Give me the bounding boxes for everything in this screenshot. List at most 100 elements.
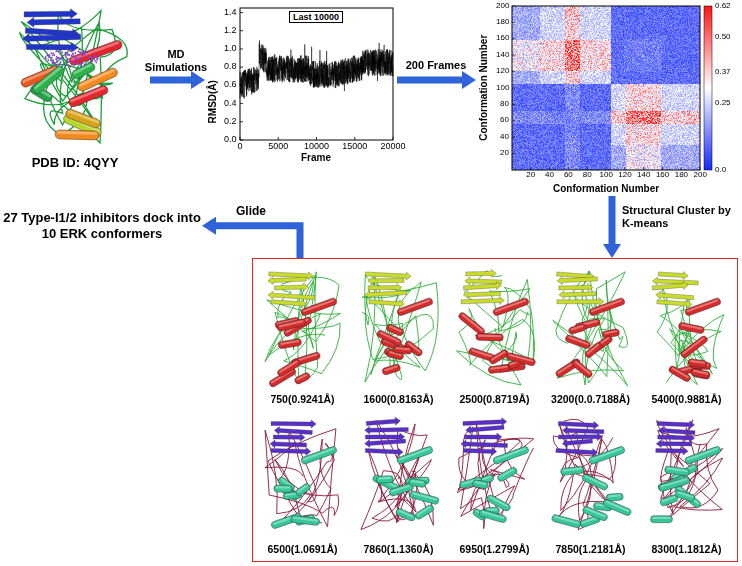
beta-strand xyxy=(369,300,404,308)
alpha-helix xyxy=(690,368,710,379)
helix-body xyxy=(295,482,312,497)
rmsd-heatmap: Conformation NumberConformation Number xyxy=(476,0,742,196)
loop-coil xyxy=(457,423,533,528)
beta-strand xyxy=(466,425,504,434)
ligand-surface-dot xyxy=(72,55,74,57)
arrow-body xyxy=(150,77,192,84)
tick-label: 0.0 xyxy=(715,166,726,175)
helix-body xyxy=(278,338,302,349)
ligand-surface-dot xyxy=(59,62,61,64)
helix-body xyxy=(492,446,529,465)
helix-shine xyxy=(279,360,298,373)
axis-tick xyxy=(530,167,531,170)
helix-shine xyxy=(280,340,299,345)
axis-tick xyxy=(393,137,394,140)
helix-shine xyxy=(276,486,291,488)
ligand-surface-dot xyxy=(74,63,76,65)
helix-shine xyxy=(604,330,617,335)
axis-title: Frame xyxy=(301,152,331,164)
ligand-surface-dot xyxy=(84,52,86,54)
alpha-helix xyxy=(492,297,529,316)
protein-cartoon xyxy=(457,269,537,385)
beta-strand xyxy=(268,277,306,285)
ligand-surface-dot xyxy=(66,59,68,61)
alpha-helix xyxy=(588,297,625,316)
alpha-helix xyxy=(674,484,702,509)
ligand-surface-dot xyxy=(71,56,73,58)
helix-body xyxy=(478,509,507,523)
alpha-helix xyxy=(55,130,99,140)
alpha-helix xyxy=(650,516,672,523)
helix-shine xyxy=(34,67,62,90)
alpha-helix xyxy=(684,297,721,316)
ligand-surface-dot xyxy=(90,56,92,58)
conformer-card: 3200(0.0.7188Å) xyxy=(545,263,637,409)
helix-shine xyxy=(293,517,318,522)
conformer-card: 750(0.9241Å) xyxy=(257,263,349,409)
edge-label: Glide xyxy=(236,204,266,218)
beta-strand xyxy=(558,433,602,441)
ligand-surface-dot xyxy=(94,60,96,62)
alpha-helix xyxy=(659,494,679,507)
axis-tick xyxy=(240,48,243,49)
helix-shine xyxy=(296,374,308,381)
helix-body xyxy=(571,359,594,379)
ligand-surface-dot xyxy=(61,54,63,56)
conformer-card: 6950(1.2799Å) xyxy=(449,413,541,559)
ligand-surface-dot xyxy=(58,57,60,59)
ligand-surface-dot xyxy=(53,63,55,65)
helix-shine xyxy=(399,447,431,460)
beta-strand xyxy=(365,439,406,447)
beta-strand xyxy=(652,281,688,290)
alpha-helix xyxy=(278,338,302,349)
axis-tick xyxy=(512,153,515,154)
tick-label: 120 xyxy=(618,171,631,180)
axis-tick xyxy=(240,121,243,122)
conformer-label: 5400(0.9881Å) xyxy=(641,393,733,405)
alpha-helix xyxy=(376,329,402,347)
axis-tick xyxy=(512,137,515,138)
axis-tick xyxy=(606,167,607,170)
ligand-surface-dot xyxy=(75,55,77,57)
conformer-label: 8300(1.1812Å) xyxy=(641,543,733,555)
beta-strand xyxy=(270,440,306,448)
helix-body xyxy=(488,349,509,366)
alpha-helix xyxy=(678,322,705,334)
ligand-surface-dot xyxy=(48,54,50,56)
helix-body xyxy=(684,297,721,316)
tick-label: 160 xyxy=(656,171,669,180)
helix-body xyxy=(64,108,101,129)
ligand-surface-dot xyxy=(68,54,70,56)
axis-tick xyxy=(240,30,243,31)
helix-shine xyxy=(509,354,534,363)
helix-shine xyxy=(570,325,584,331)
tick-label: 0.50 xyxy=(715,33,731,42)
beta-strand xyxy=(24,9,77,19)
helix-shine xyxy=(384,365,398,371)
ligand-surface-dot xyxy=(68,54,70,56)
tick-label: 60 xyxy=(564,171,573,180)
helix-body xyxy=(659,494,679,507)
ligand-surface-dot xyxy=(56,56,58,58)
helix-shine xyxy=(608,494,621,497)
beta-strand xyxy=(464,447,497,455)
axis-title: Conformation Number xyxy=(478,35,490,141)
helix-body xyxy=(684,446,721,465)
helix-shine xyxy=(478,334,501,337)
alpha-helix xyxy=(496,466,518,482)
helix-body xyxy=(486,494,512,512)
ligand-surface-dot xyxy=(68,64,70,66)
alpha-helix xyxy=(602,498,632,516)
ligand-surface-dot xyxy=(65,56,67,58)
helix-shine xyxy=(489,496,509,508)
helix-body xyxy=(668,365,692,383)
ligand-surface-dot xyxy=(69,66,71,68)
conformer-card: 5400(0.9881Å) xyxy=(641,263,733,409)
helix-shine xyxy=(297,484,308,493)
alpha-helix xyxy=(488,349,509,366)
loop-coil xyxy=(265,429,339,527)
flow-arrow xyxy=(202,217,300,258)
colorbar xyxy=(704,6,712,170)
axis-tick xyxy=(512,55,515,56)
beta-strand xyxy=(365,448,403,456)
